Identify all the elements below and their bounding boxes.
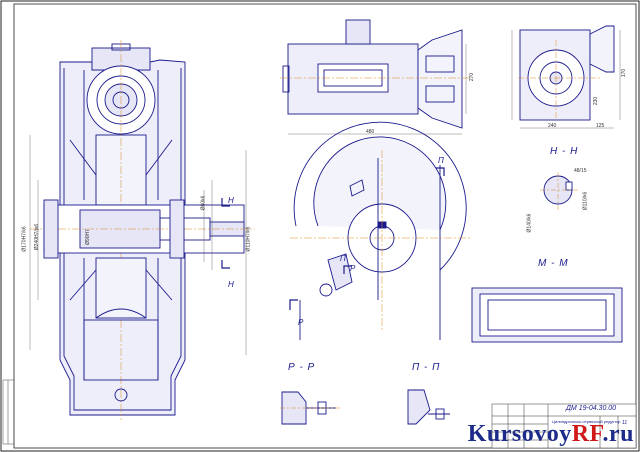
dim-h-2: Ø110/k6 [582,191,589,211]
watermark: KursovoyRF.ru [468,421,634,448]
pi-pi-section [407,389,450,425]
sheet-number: 11 [622,420,628,426]
watermark-suffix: .ru [602,421,634,447]
left-dimensions [29,135,247,355]
cut-mark-h-bottom: Н [228,280,234,289]
cut-mark-pi-top: П [438,156,444,165]
right-dimensions [511,30,621,129]
section-label-p-p: Р - Р [288,362,316,373]
top-side-view [280,19,470,129]
dim-right-height-2: 230 [593,96,600,106]
gearbox-section-view [30,40,255,420]
dim-right-width: 240 [548,123,557,129]
dim-left-d5: Ø60k6 [200,195,207,211]
section-label-h-h: Н - Н [550,146,579,157]
document-code: ДМ 19-04.30.00 [566,405,617,412]
h-h-section [540,172,580,210]
drawing-title: Цилиндрическо-червячный редуктор [552,419,621,424]
worm-section-view [290,121,470,340]
watermark-main: Kursovoy [467,421,572,447]
section-label-m-m: М - М [538,258,569,269]
cut-mark-p-mid: Р [350,264,356,273]
section-mark-h [221,198,230,269]
end-view [518,25,615,121]
dim-right-width-2: 125 [596,123,605,129]
dim-top-length: 480 [366,129,375,135]
dim-left-d4: Ø110H7/k6 [245,226,252,252]
cut-mark-p-bottom: Р [298,318,304,327]
dim-right-height: 170 [621,68,628,78]
cut-mark-h-top: Н [228,196,234,205]
m-m-section [471,287,623,343]
top-dimensions [288,44,467,135]
dim-h-3: Ø140/k6 [526,213,533,233]
section-mark-p [289,167,445,310]
dim-left-d3: Ø90H7 [84,229,91,245]
watermark-accent: RF [571,421,603,447]
cut-mark-pi-mid: П [340,254,346,263]
margin-stamp [2,379,15,445]
dim-h-1: 48/15 [574,168,587,174]
section-label-pi-pi: П - П [412,362,441,373]
dim-left-d2: Ø240H7/js6 [34,223,41,251]
dim-left-d1: Ø170H7/k6 [21,226,28,252]
title-block [491,403,637,449]
dim-top-height: 270 [469,72,476,82]
inner-frame [13,3,637,449]
p-p-section [280,391,340,425]
